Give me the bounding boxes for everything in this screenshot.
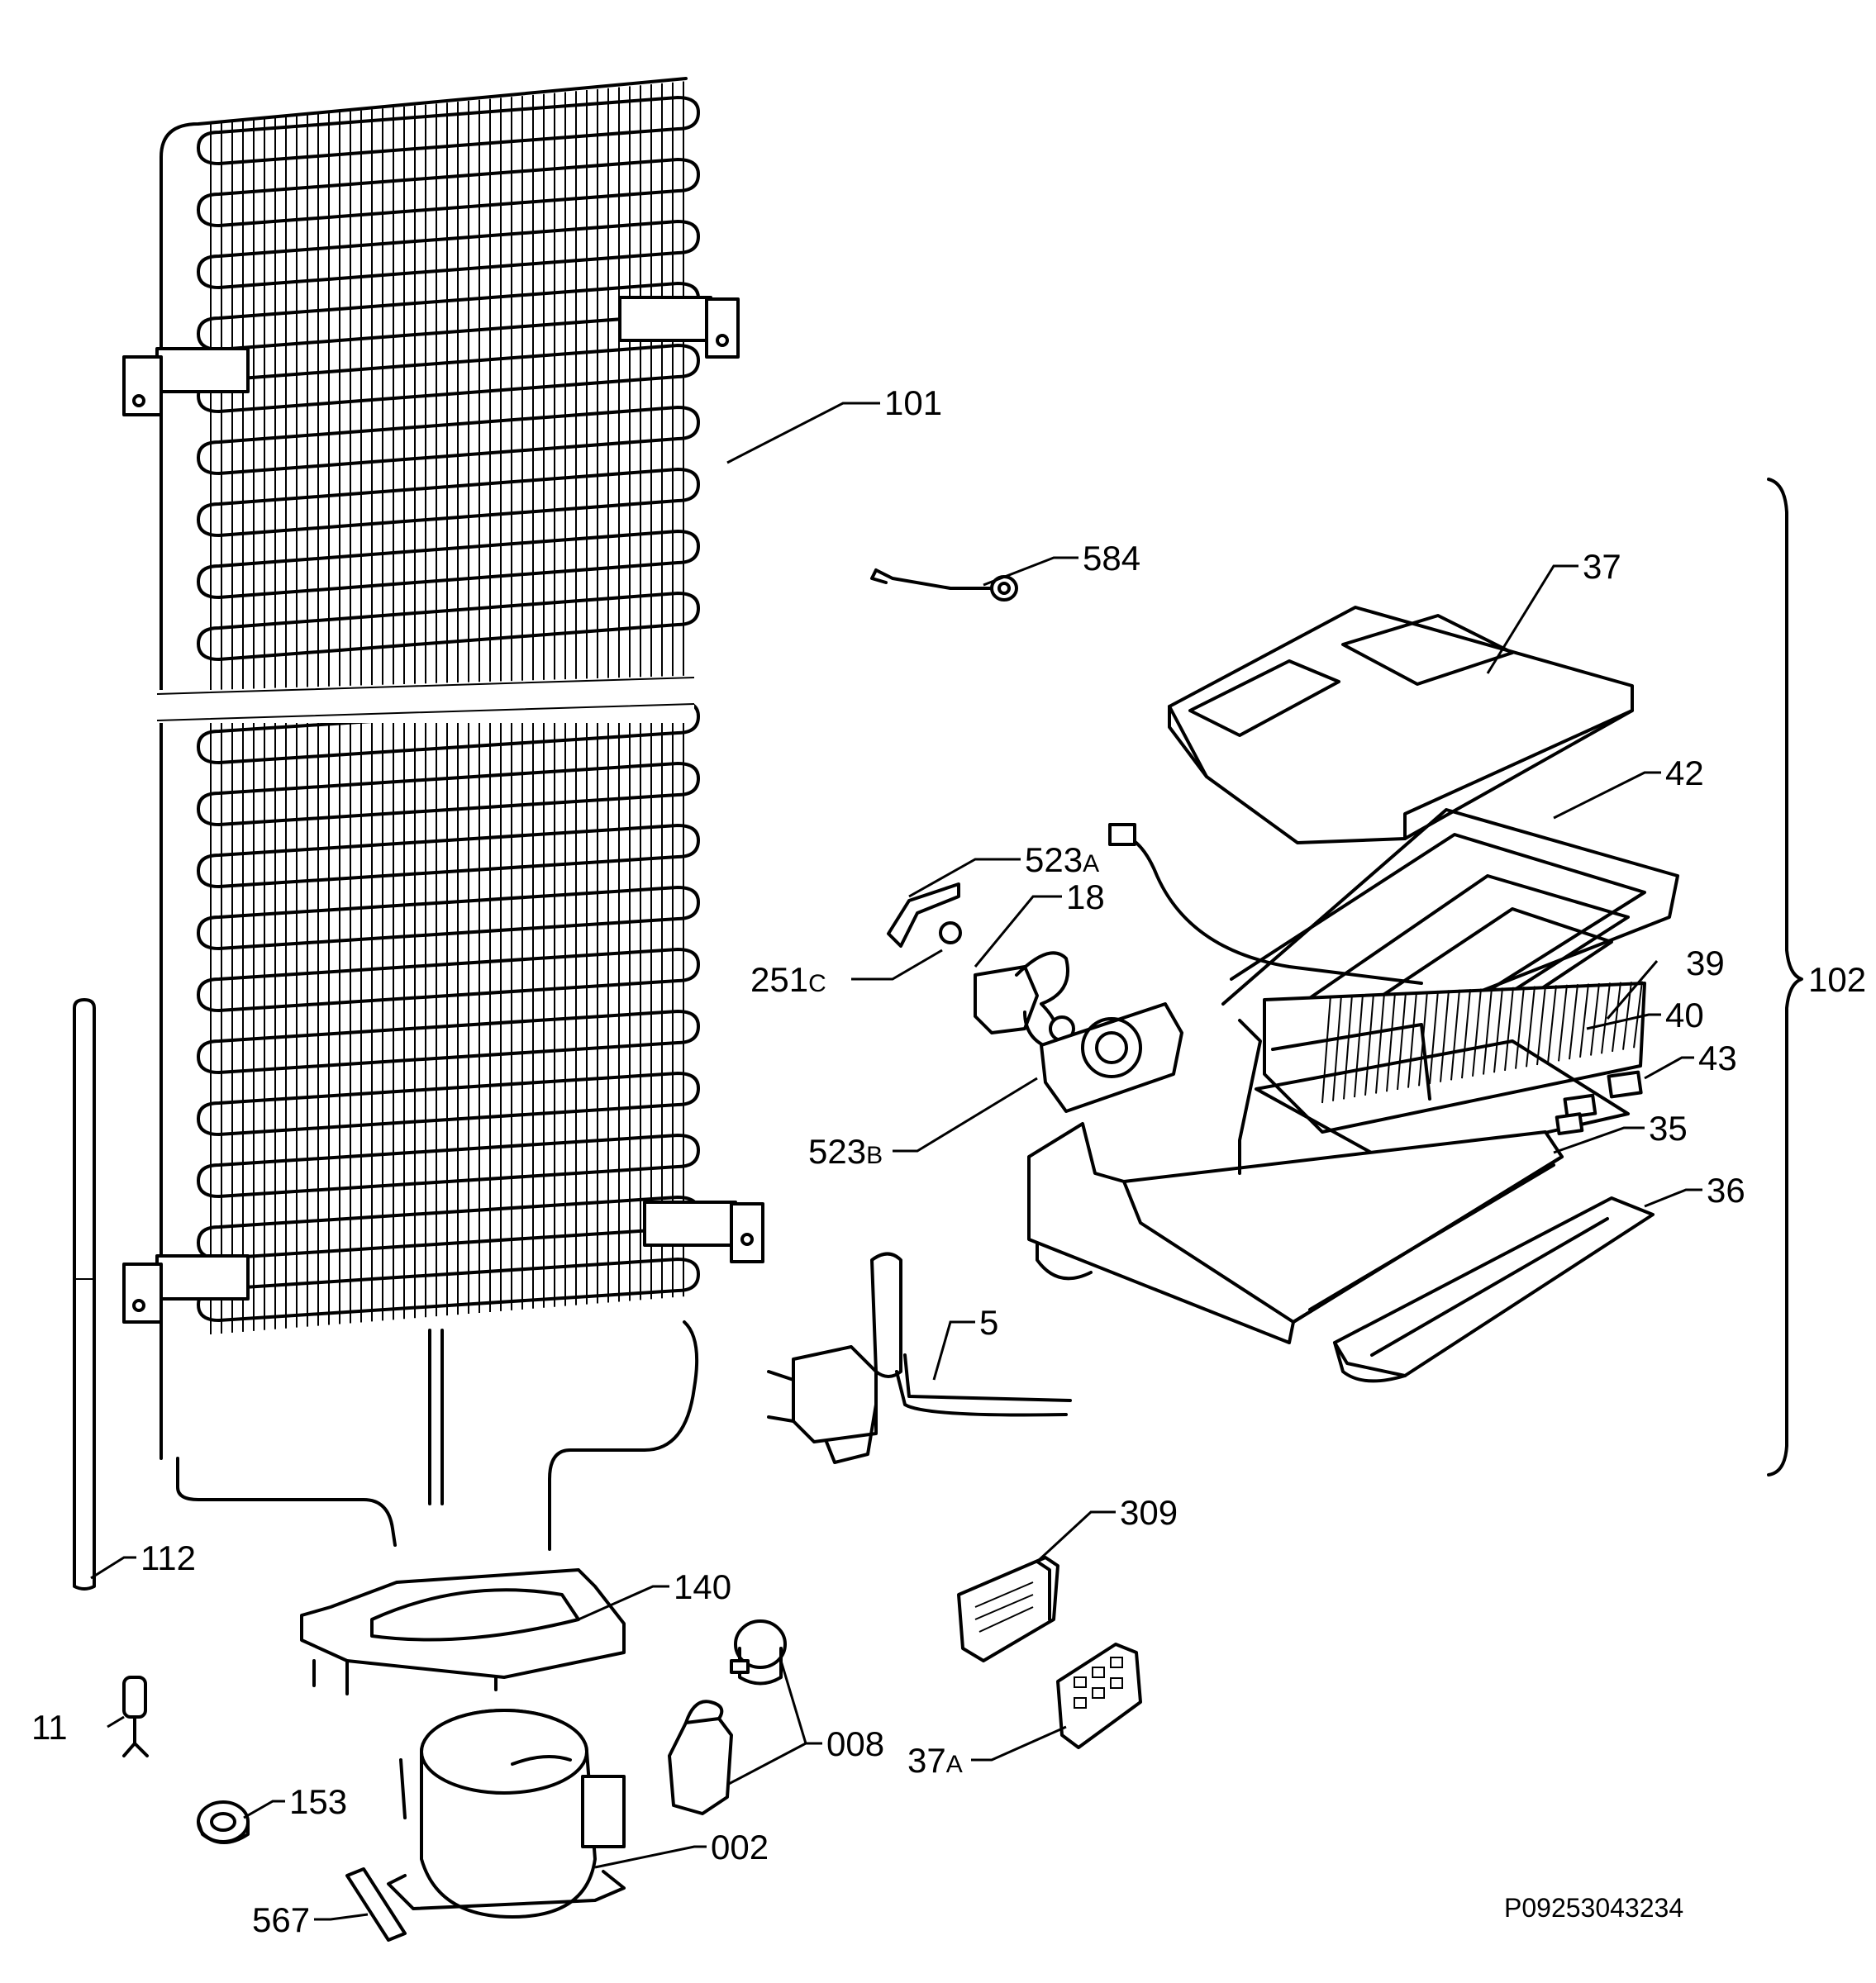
label-102: 102 (1808, 960, 1866, 999)
leader-lines (90, 402, 1702, 1921)
clip-567 (345, 1867, 407, 1942)
compressor (387, 1709, 626, 1919)
label-523b: 523B (808, 1132, 883, 1171)
mount-bracket-top-left (122, 347, 250, 416)
label-18: 18 (1066, 877, 1105, 916)
reference-code: P09253043234 (1504, 1893, 1683, 1923)
label-584: 584 (1083, 539, 1140, 578)
mount-bracket-bottom-right (643, 1201, 764, 1263)
label-11: 11 (31, 1708, 68, 1747)
label-40: 40 (1665, 996, 1704, 1034)
label-140: 140 (674, 1567, 731, 1606)
group-bracket-102 (1767, 478, 1803, 1477)
drain-tray (1027, 1019, 1564, 1344)
label-36: 36 (1707, 1171, 1745, 1210)
evaporator-seal (1255, 1039, 1630, 1168)
electronic-board-37a (1056, 1643, 1142, 1749)
mount-bracket-bottom-left (122, 1254, 250, 1324)
small-sensor-11 (122, 1676, 149, 1757)
electronic-board-309 (957, 1556, 1059, 1662)
mount-bracket-top-right (618, 296, 740, 359)
label-43: 43 (1698, 1039, 1737, 1077)
label-37a: 37A (907, 1741, 963, 1780)
label-39: 39 (1686, 944, 1725, 982)
label-008: 008 (826, 1724, 884, 1763)
sensor-part (870, 568, 1018, 602)
label-523a: 523A (1025, 840, 1099, 879)
label-251c: 251C (750, 960, 826, 999)
drain-channel (1333, 1196, 1655, 1383)
relay-overload (668, 1619, 787, 1815)
label-101: 101 (884, 383, 942, 422)
label-5: 5 (979, 1303, 998, 1342)
evaporator (1263, 981, 1646, 1134)
label-35: 35 (1649, 1109, 1688, 1148)
side-tube (73, 998, 96, 1591)
condenser-coil (122, 77, 764, 1551)
compressor-mounting-plate (300, 1568, 626, 1695)
callout-labels: 101 584 37 42 523A 18 251C 39 40 43 102 … (31, 383, 1866, 1939)
label-112: 112 (140, 1538, 196, 1577)
label-567: 567 (252, 1900, 310, 1939)
fan-cover (1040, 1002, 1183, 1113)
label-42: 42 (1665, 754, 1704, 792)
label-153: 153 (289, 1782, 347, 1821)
solenoid-valve-dryer (767, 1252, 1072, 1464)
evaporator-cover (1168, 606, 1634, 844)
grommet (197, 1800, 250, 1844)
label-309: 309 (1120, 1493, 1178, 1532)
label-002: 002 (711, 1828, 769, 1866)
label-37: 37 (1583, 547, 1621, 586)
small-clips (1555, 1070, 1643, 1135)
